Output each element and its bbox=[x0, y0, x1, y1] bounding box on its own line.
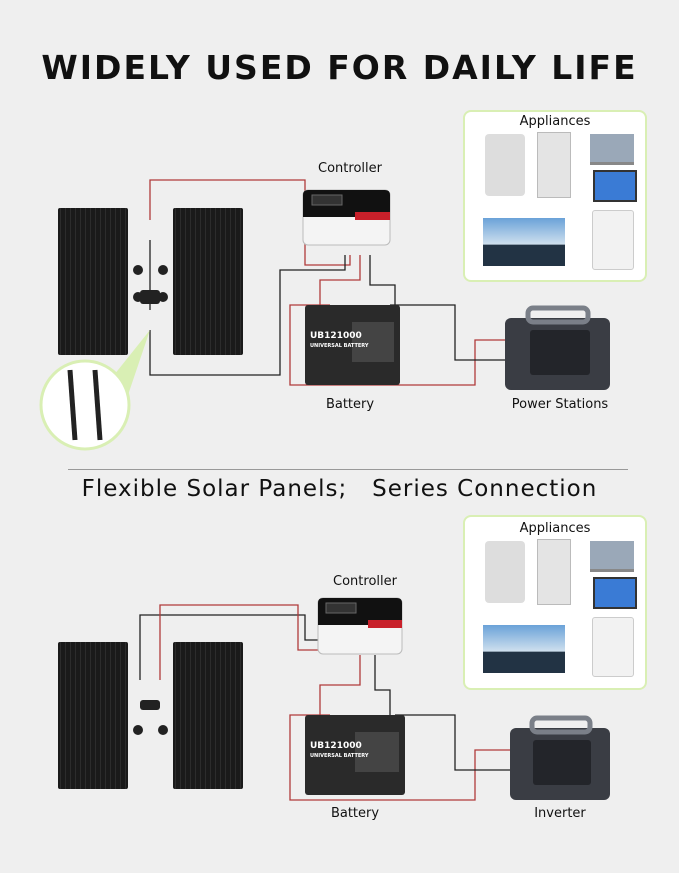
controller-label: Controller bbox=[318, 161, 382, 176]
solar-panel bbox=[173, 208, 243, 355]
inverter-label: Inverter bbox=[534, 806, 586, 821]
battery-bottom bbox=[305, 715, 405, 795]
inverter-bottom bbox=[510, 715, 610, 800]
washing-machine-icon bbox=[592, 210, 634, 270]
appliances-label: Appliances bbox=[519, 114, 591, 129]
battery-top bbox=[305, 305, 400, 385]
appliances-box-bottom: Appliances bbox=[463, 515, 647, 690]
laptop-icon bbox=[590, 541, 634, 572]
battery-sub: UNIVERSAL BATTERY bbox=[310, 343, 369, 349]
wires-top bbox=[149, 179, 510, 386]
laptop-icon bbox=[590, 134, 634, 165]
connector-closeup bbox=[39, 359, 131, 451]
coffee-machine-icon bbox=[485, 134, 525, 196]
solar-panel bbox=[173, 642, 243, 789]
mc4-connectors bbox=[133, 265, 168, 735]
appliances-box-top: Appliances bbox=[463, 110, 647, 282]
tv-icon bbox=[483, 218, 565, 266]
solar-panel bbox=[58, 642, 128, 789]
section-divider bbox=[68, 469, 628, 470]
coffee-machine-icon bbox=[485, 541, 525, 603]
tv-icon bbox=[483, 625, 565, 673]
battery-label: Battery bbox=[325, 397, 375, 412]
solar-panels-top bbox=[58, 208, 243, 355]
controller-label: Controller bbox=[333, 574, 397, 589]
battery-sub: UNIVERSAL BATTERY bbox=[310, 753, 369, 759]
battery-brand: UB121000 bbox=[310, 331, 362, 341]
wires-bottom bbox=[139, 604, 515, 801]
appliances-label: Appliances bbox=[519, 521, 591, 536]
power-station-top bbox=[505, 305, 610, 390]
refrigerator-icon bbox=[537, 539, 571, 605]
washing-machine-icon bbox=[592, 617, 634, 677]
battery-label: Battery bbox=[330, 806, 380, 821]
solar-panels-bottom bbox=[58, 642, 243, 789]
connector-closeup-icon bbox=[67, 369, 103, 441]
controller-top bbox=[302, 189, 391, 246]
solar-panel bbox=[58, 208, 128, 355]
main-title: WIDELY USED FOR DAILY LIFE bbox=[41, 48, 638, 87]
power-stations-label: Power Stations bbox=[511, 397, 609, 412]
section-subtitle: Flexible Solar Panels; Series Connection bbox=[81, 476, 598, 502]
refrigerator-icon bbox=[537, 132, 571, 198]
battery-brand: UB121000 bbox=[310, 741, 362, 751]
tablet-icon bbox=[593, 577, 637, 609]
controller-bottom bbox=[317, 597, 403, 655]
tablet-icon bbox=[593, 170, 637, 202]
